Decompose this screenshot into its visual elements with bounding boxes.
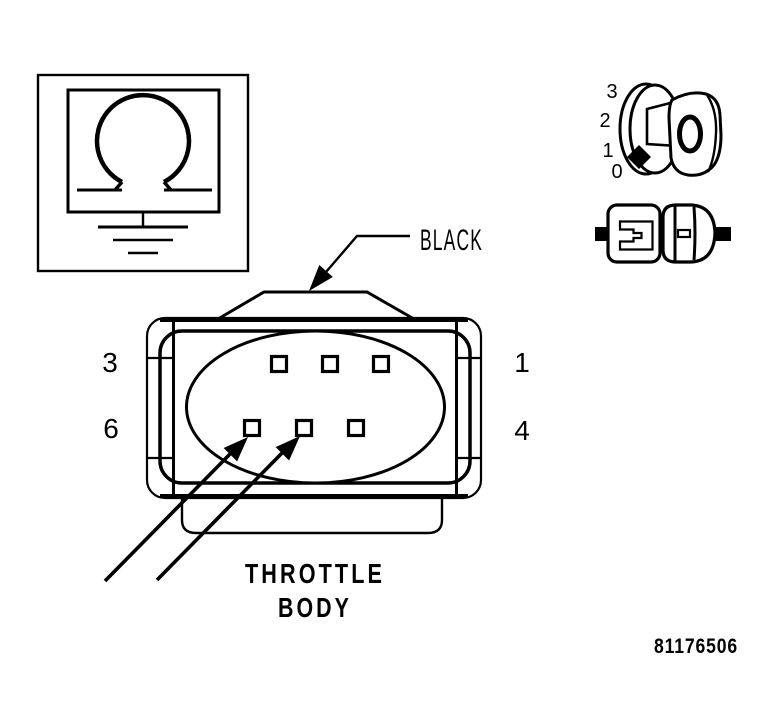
pointer-arrow-shaft-2 [155,449,286,582]
connector-top-tab [212,290,420,321]
key-position-2: 2 [599,110,610,132]
actuator-coil-arc [94,92,192,184]
ground-symbol-inner-box [66,88,221,214]
key-position-marker-diamond [627,145,651,169]
connector-right-wire-stub [714,227,731,241]
pin-5 [294,418,314,438]
key-head-depth-line [705,94,718,173]
component-name-line2: BODY [278,592,352,623]
pin-label-top-left: 3 [102,347,118,378]
wire-color-callout: BLACK [309,224,483,291]
ignition-key-icon: 3 2 1 0 [599,81,723,183]
wire-callout-arrowhead [309,265,333,291]
ground-symbol-outer-box [36,73,250,273]
connector-left-wire-stub [595,227,609,241]
wire-color-label: BLACK [420,224,483,257]
key-head-hole [677,114,703,154]
actuator-coil-flares [113,180,173,192]
pin-1 [371,354,391,374]
figure-number: 81176506 [654,635,738,658]
pointer-arrowhead-2 [275,436,300,461]
ground-symbol-icon [36,73,250,273]
component-name-line1: THROTTLE [245,558,385,589]
pin-label-top-right: 1 [514,347,530,378]
pin-pointer-arrows [103,436,300,583]
pin-3 [269,354,289,374]
pointer-arrowhead-1 [223,437,248,462]
pin-label-bottom-left: 6 [103,413,119,444]
connector-pair-icon [595,203,731,264]
connector-rear-housing [180,498,444,535]
connector-left-terminal-slot [618,220,654,251]
connector-right-seam-2 [692,206,697,261]
key-position-1: 1 [602,140,613,162]
pin-2 [320,354,340,374]
connector-side-rails [172,319,458,497]
key-position-3: 3 [606,81,617,103]
pin-label-bottom-right: 4 [514,415,530,446]
key-position-0: 0 [611,161,622,183]
pointer-arrow-shaft-1 [103,450,234,583]
wire-callout-leader-line [325,234,410,273]
pin-4 [346,418,366,438]
key-head [667,91,723,177]
connector-right-latch-dash [676,228,692,239]
throttle-body-connector: 3 1 6 4 [102,290,530,535]
pin-6 [242,418,262,438]
